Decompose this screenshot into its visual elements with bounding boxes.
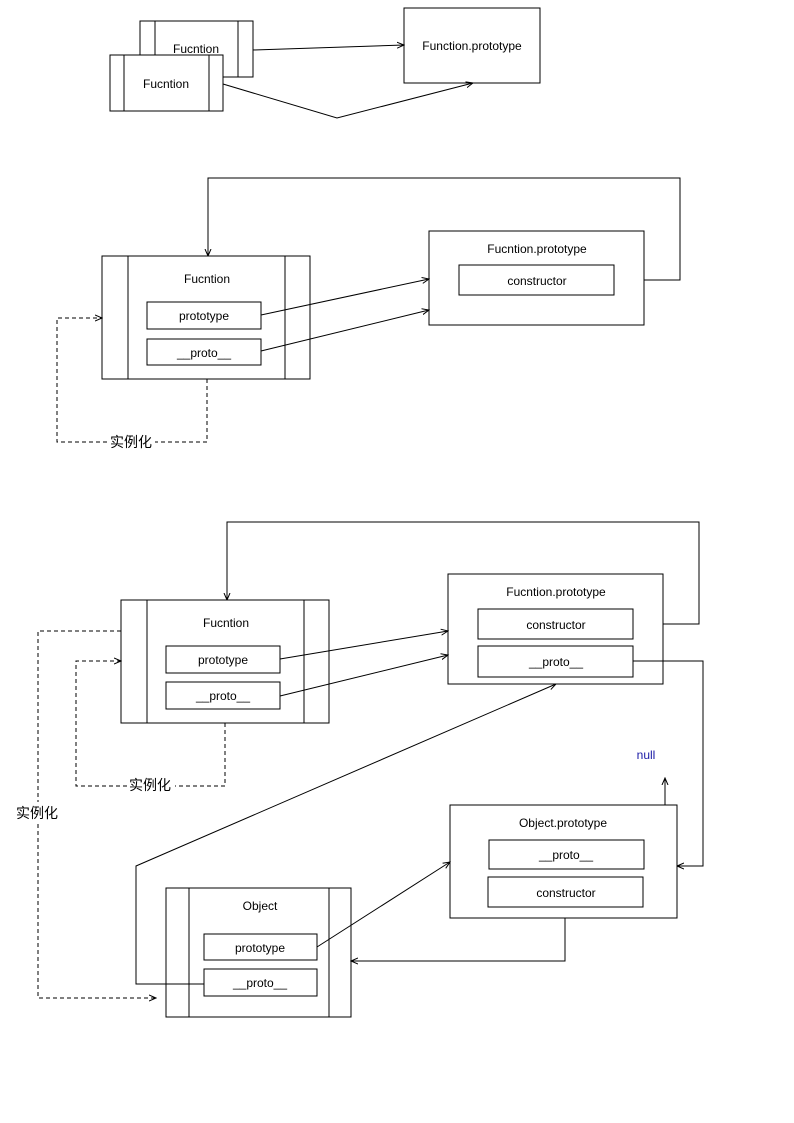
instantiate-loop-left [56,318,107,443]
constructor-back-arrow [208,177,681,281]
instantiate-outer-bottom [37,824,156,998]
function-prototype-title: Fucntion.prototype [487,242,587,256]
fn-proto-proto-label: __proto__ [528,655,583,669]
constructor-slot-label: constructor [526,618,585,632]
object-constructor-arrow [351,918,566,961]
constructor-back-arrow [227,521,700,625]
diagram-1: Fucntion Fucntion Function.prototype [109,7,541,119]
instantiate-inner-left [75,661,127,787]
prototype-slot-label: prototype [198,653,248,667]
function-prototype-box: Fucntion.prototype constructor [428,230,645,326]
object-proto-constructor-slot [487,876,644,908]
prototype-slot [146,301,262,330]
diagram-2: Fucntion prototype __proto__ Fucntion.pr… [56,177,681,451]
instantiate-outer-label: 实例化 [16,806,58,822]
object-proto-slot [203,968,318,997]
constructor-slot [477,608,634,640]
object-label: Object [243,899,278,913]
proto-slot-label: __proto__ [176,346,231,360]
function-prototype-label: Function.prototype [422,39,522,53]
function-box: Fucntion prototype __proto__ [120,599,330,724]
function-back-label: Fucntion [173,42,219,56]
diagram-3: Fucntion prototype __proto__ Fucntion.pr… [16,521,704,1018]
function-box-front: Fucntion [109,54,224,112]
arrow-back-to-prototype [252,45,404,51]
object-box: Object prototype __proto__ [165,887,352,1018]
proto-slot-label: __proto__ [195,689,250,703]
object-proto-proto-label: __proto__ [538,848,593,862]
function-prototype-title: Fucntion.prototype [506,585,606,599]
object-proto-proto-slot [488,839,645,870]
prototype-slot-label: prototype [179,309,229,323]
constructor-slot [458,264,615,296]
instantiate-label: 实例化 [110,435,152,451]
function-front-label: Fucntion [143,77,189,91]
object-prototype-slot-label: prototype [235,941,285,955]
function-label: Fucntion [184,272,230,286]
proto-arrow [279,655,448,697]
object-proto-slot-label: __proto__ [232,976,287,990]
object-proto-constructor-label: constructor [536,886,595,900]
instantiate-inner-right [175,723,226,787]
instantiate-inner-label: 实例化 [129,778,171,794]
object-prototype-slot [203,933,318,961]
function-label: Fucntion [203,616,249,630]
object-proto-to-fn-proto-arrow [135,684,556,985]
arrow-front-to-prototype [222,83,473,119]
instantiate-loop-right [155,379,208,443]
prototype-arrow [279,631,448,660]
proto-slot [146,338,262,366]
proto-slot [165,681,281,710]
prototype-arrow [260,279,429,316]
proto-arrow [260,310,429,352]
fn-proto-proto-slot [477,645,634,678]
object-prototype-title: Object.prototype [519,816,607,830]
function-box: Fucntion prototype __proto__ [101,255,311,380]
function-prototype-box: Fucntion.prototype constructor __proto__ [447,573,664,685]
object-prototype-arrow [316,862,450,948]
object-prototype-box: Object.prototype __proto__ constructor [449,804,678,919]
instantiate-outer-top [37,630,121,802]
fn-proto-to-object-proto-arrow [633,660,704,866]
prototype-slot [165,645,281,674]
function-prototype-box: Function.prototype [403,7,541,84]
null-label: null [637,748,656,762]
constructor-slot-label: constructor [507,274,566,288]
